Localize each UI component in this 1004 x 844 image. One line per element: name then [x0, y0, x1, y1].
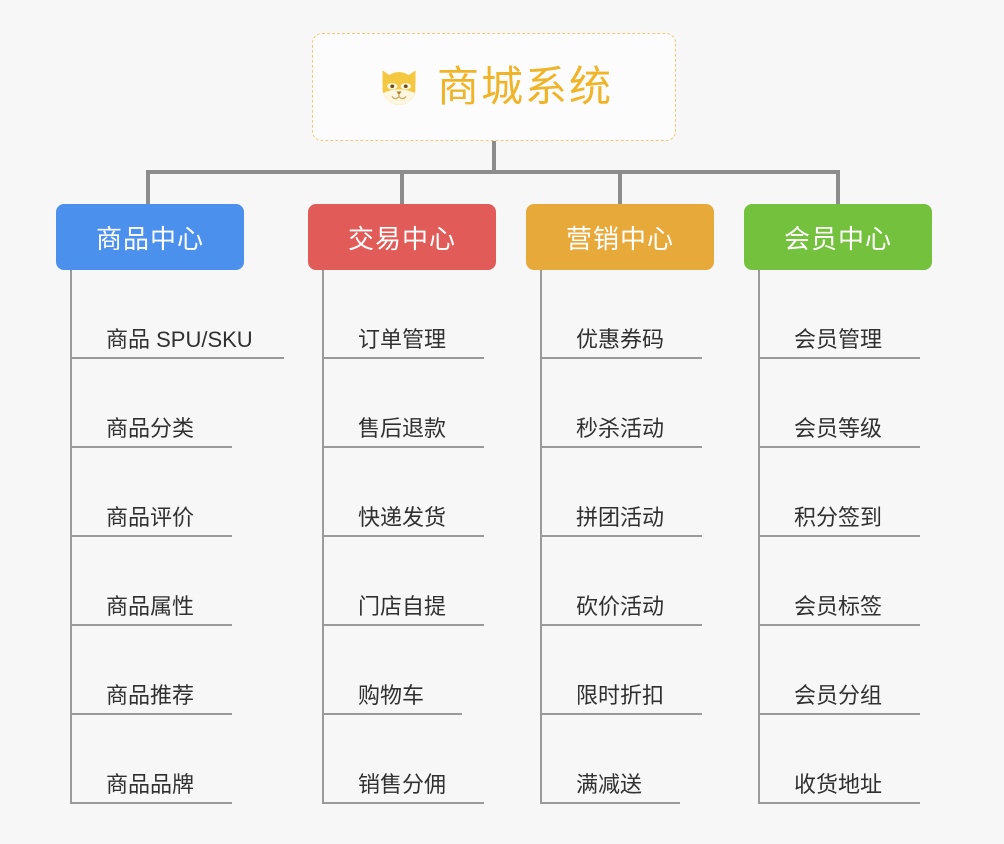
- leaf-label: 商品属性: [106, 593, 195, 619]
- leaf-underline: [72, 357, 284, 359]
- leaf-underline: [542, 713, 702, 715]
- category-box-product-center[interactable]: 商品中心: [56, 204, 244, 270]
- root-title: 商城系统: [436, 63, 613, 110]
- list-item[interactable]: 会员标签: [760, 537, 966, 626]
- leaf-label: 商品 SPU/SKU: [106, 326, 253, 352]
- leaf-label: 满减送: [576, 771, 643, 797]
- leaf-underline: [324, 624, 484, 626]
- connector-drop-3: [618, 170, 622, 204]
- category-label: 营销中心: [565, 223, 674, 254]
- connector-drop-1: [146, 170, 150, 204]
- list-item[interactable]: 满减送: [542, 715, 748, 804]
- category-column-trade-center: 交易中心 订单管理 售后退款 快递发货 门店自提: [308, 204, 528, 804]
- list-item[interactable]: 订单管理: [324, 270, 530, 359]
- leaf-label: 商品品牌: [106, 771, 195, 797]
- list-item[interactable]: 砍价活动: [542, 537, 748, 626]
- list-item[interactable]: 积分签到: [760, 448, 966, 537]
- list-item[interactable]: 商品属性: [72, 537, 278, 626]
- leaf-underline: [324, 802, 484, 804]
- leaf-label: 门店自提: [358, 593, 447, 619]
- leaf-label: 商品推荐: [106, 682, 195, 708]
- dog-face-icon: [375, 63, 423, 111]
- list-item[interactable]: 会员等级: [760, 359, 966, 448]
- leaf-underline: [760, 713, 920, 715]
- leaf-label: 商品评价: [106, 504, 195, 530]
- leaf-label: 售后退款: [358, 415, 447, 441]
- leaf-label: 销售分佣: [358, 771, 447, 797]
- leaf-list-trade-center: 订单管理 售后退款 快递发货 门店自提 购物车: [322, 270, 530, 804]
- leaf-label: 订单管理: [358, 326, 447, 352]
- leaf-underline: [72, 535, 232, 537]
- leaf-underline: [72, 713, 232, 715]
- leaf-underline: [72, 624, 232, 626]
- leaf-label: 会员管理: [794, 326, 883, 352]
- leaf-list-product-center: 商品 SPU/SKU 商品分类 商品评价 商品属性 商品推荐: [70, 270, 284, 804]
- category-label: 商品中心: [95, 223, 204, 254]
- leaf-label: 快递发货: [358, 504, 447, 530]
- category-box-trade-center[interactable]: 交易中心: [308, 204, 496, 270]
- list-item[interactable]: 会员分组: [760, 626, 966, 715]
- category-box-marketing-center[interactable]: 营销中心: [526, 204, 714, 270]
- category-label: 会员中心: [783, 223, 892, 254]
- category-column-marketing-center: 营销中心 优惠券码 秒杀活动 拼团活动 砍价活动: [526, 204, 746, 804]
- leaf-label: 限时折扣: [576, 682, 665, 708]
- list-item[interactable]: 购物车: [324, 626, 530, 715]
- list-item[interactable]: 限时折扣: [542, 626, 748, 715]
- list-item[interactable]: 售后退款: [324, 359, 530, 448]
- list-item[interactable]: 商品 SPU/SKU: [72, 270, 284, 359]
- leaf-label: 拼团活动: [576, 504, 665, 530]
- list-item[interactable]: 拼团活动: [542, 448, 748, 537]
- connector-drop-4: [836, 170, 840, 204]
- root-node-shop-system[interactable]: 商城系统: [312, 33, 676, 141]
- leaf-label: 砍价活动: [576, 593, 665, 619]
- leaf-underline: [760, 535, 920, 537]
- leaf-label: 购物车: [358, 682, 425, 708]
- list-item[interactable]: 门店自提: [324, 537, 530, 626]
- leaf-label: 会员标签: [794, 593, 883, 619]
- leaf-label: 会员等级: [794, 415, 883, 441]
- leaf-underline: [542, 446, 702, 448]
- leaf-label: 优惠券码: [576, 326, 665, 352]
- leaf-label: 积分签到: [794, 504, 883, 530]
- list-item[interactable]: 商品推荐: [72, 626, 278, 715]
- leaf-label: 会员分组: [794, 682, 883, 708]
- list-item[interactable]: 销售分佣: [324, 715, 530, 804]
- category-label: 交易中心: [347, 223, 456, 254]
- leaf-label: 收货地址: [794, 771, 883, 797]
- list-item[interactable]: 商品评价: [72, 448, 278, 537]
- leaf-underline: [324, 713, 462, 715]
- leaf-underline: [324, 535, 484, 537]
- list-item[interactable]: 快递发货: [324, 448, 530, 537]
- category-column-product-center: 商品中心 商品 SPU/SKU 商品分类 商品评价 商品属性: [56, 204, 284, 804]
- connector-horizontal-bar: [146, 170, 840, 174]
- list-item[interactable]: 收货地址: [760, 715, 966, 804]
- leaf-underline: [324, 357, 484, 359]
- leaf-underline: [542, 357, 702, 359]
- leaf-underline: [324, 446, 484, 448]
- category-box-member-center[interactable]: 会员中心: [744, 204, 932, 270]
- list-item[interactable]: 秒杀活动: [542, 359, 748, 448]
- leaf-underline: [72, 802, 232, 804]
- leaf-underline: [542, 624, 702, 626]
- leaf-underline: [542, 802, 680, 804]
- list-item[interactable]: 商品品牌: [72, 715, 278, 804]
- leaf-underline: [760, 446, 920, 448]
- leaf-underline: [542, 535, 702, 537]
- leaf-underline: [760, 624, 920, 626]
- connector-drop-2: [400, 170, 404, 204]
- list-item[interactable]: 优惠券码: [542, 270, 748, 359]
- leaf-list-member-center: 会员管理 会员等级 积分签到 会员标签 会员分组: [758, 270, 966, 804]
- leaf-underline: [760, 802, 920, 804]
- leaf-label: 商品分类: [106, 415, 195, 441]
- category-column-member-center: 会员中心 会员管理 会员等级 积分签到 会员标签: [744, 204, 964, 804]
- list-item[interactable]: 商品分类: [72, 359, 278, 448]
- leaf-underline: [72, 446, 232, 448]
- leaf-label: 秒杀活动: [576, 415, 665, 441]
- list-item[interactable]: 会员管理: [760, 270, 966, 359]
- leaf-underline: [760, 357, 920, 359]
- category-columns: 商品中心 商品 SPU/SKU 商品分类 商品评价 商品属性: [0, 204, 1004, 844]
- leaf-list-marketing-center: 优惠券码 秒杀活动 拼团活动 砍价活动 限时折扣: [540, 270, 748, 804]
- connector-root-stem: [492, 141, 496, 173]
